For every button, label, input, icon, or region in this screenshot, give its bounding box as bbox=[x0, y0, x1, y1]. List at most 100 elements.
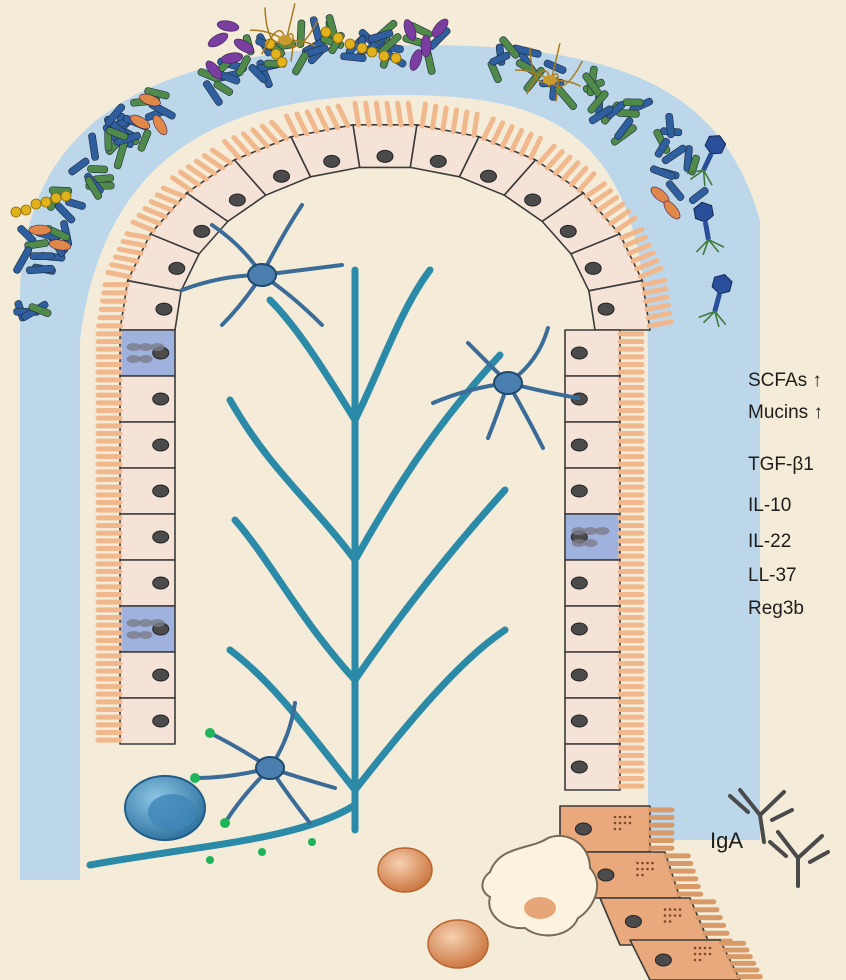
nucleus bbox=[153, 439, 169, 451]
nucleus bbox=[169, 262, 185, 274]
nucleus bbox=[571, 715, 587, 727]
mast-cell-1 bbox=[378, 848, 432, 892]
ellipse-bacterium bbox=[421, 35, 431, 57]
nucleus bbox=[229, 194, 245, 206]
nucleus bbox=[560, 225, 576, 237]
microvilli bbox=[620, 472, 642, 510]
goblet-cell bbox=[98, 330, 175, 376]
epithelial-cell bbox=[565, 422, 642, 468]
rod-bacterium bbox=[30, 253, 55, 260]
microvilli bbox=[98, 472, 120, 510]
epithelial-cell bbox=[589, 281, 671, 330]
microvilli bbox=[620, 656, 642, 694]
nucleus bbox=[571, 485, 587, 497]
microvilli bbox=[620, 564, 642, 602]
epithelial-cell bbox=[98, 376, 175, 422]
nucleus bbox=[598, 869, 614, 881]
dendritic-body bbox=[256, 757, 284, 779]
goblet-cell bbox=[98, 606, 175, 652]
epithelial-cell bbox=[565, 744, 642, 790]
nucleus bbox=[480, 170, 496, 182]
nucleus bbox=[571, 623, 587, 635]
nucleus bbox=[153, 715, 169, 727]
lymph-node-dot bbox=[258, 848, 266, 856]
nucleus bbox=[153, 393, 169, 405]
nucleus bbox=[598, 303, 614, 315]
goblet-cell bbox=[565, 514, 642, 560]
lymph-node-dot bbox=[206, 856, 214, 864]
mast-cell-2 bbox=[428, 920, 488, 968]
nucleus bbox=[274, 170, 290, 182]
nucleus bbox=[625, 916, 641, 928]
microvilli bbox=[620, 334, 642, 372]
nucleus bbox=[575, 823, 591, 835]
nucleus bbox=[194, 225, 210, 237]
nucleus bbox=[585, 262, 601, 274]
epithelial-cell bbox=[98, 422, 175, 468]
antigen-dot bbox=[190, 773, 200, 783]
nucleus bbox=[571, 347, 587, 359]
epithelial-cell bbox=[565, 606, 642, 652]
nucleus bbox=[156, 303, 172, 315]
antibody-2-icon bbox=[770, 832, 828, 886]
nucleus bbox=[655, 954, 671, 966]
nucleus bbox=[571, 669, 587, 681]
tgf-beta1-label: TGF-β1 bbox=[748, 454, 814, 476]
nucleus bbox=[153, 669, 169, 681]
microvilli bbox=[98, 518, 120, 556]
nucleus bbox=[377, 150, 393, 162]
dendritic-body bbox=[248, 264, 276, 286]
epithelial-cell bbox=[98, 698, 175, 744]
microvilli bbox=[620, 748, 642, 786]
microvilli bbox=[98, 334, 120, 372]
iga-label: IgA bbox=[710, 828, 743, 854]
antigen-dot bbox=[220, 818, 230, 828]
epithelial-cell bbox=[565, 698, 642, 744]
paneth-cell bbox=[600, 898, 730, 945]
nucleus bbox=[153, 577, 169, 589]
microvilli bbox=[620, 426, 642, 464]
nucleus bbox=[571, 761, 587, 773]
epithelial-cell bbox=[565, 468, 642, 514]
epithelial-cell bbox=[353, 103, 417, 167]
microvilli bbox=[620, 518, 642, 556]
ll37-label: LL-37 bbox=[748, 565, 797, 587]
ellipse-bacterium bbox=[216, 19, 239, 33]
nucleus bbox=[571, 577, 587, 589]
nucleus bbox=[571, 439, 587, 451]
nucleus bbox=[430, 155, 446, 167]
rod-bacterium bbox=[87, 165, 108, 173]
epithelial-cell bbox=[565, 330, 642, 376]
microvilli bbox=[98, 656, 120, 694]
nucleus bbox=[324, 155, 340, 167]
epithelial-cell bbox=[98, 560, 175, 606]
rod-bacterium bbox=[623, 99, 643, 106]
nucleus bbox=[525, 194, 541, 206]
lymph-node-dot bbox=[308, 838, 316, 846]
epithelial-cell bbox=[565, 560, 642, 606]
epithelial-cell bbox=[98, 468, 175, 514]
epithelial-cell bbox=[98, 652, 175, 698]
dendritic-body bbox=[494, 372, 522, 394]
microvilli bbox=[98, 702, 120, 740]
epithelial-cell bbox=[98, 514, 175, 560]
microvilli bbox=[98, 564, 120, 602]
plasma-cell bbox=[125, 776, 205, 840]
microvilli bbox=[620, 702, 642, 740]
microvilli bbox=[355, 103, 412, 125]
antigen-dot bbox=[205, 728, 215, 738]
reg3b-label: Reg3b bbox=[748, 598, 804, 620]
microvilli bbox=[98, 610, 120, 648]
microvilli bbox=[620, 610, 642, 648]
il10-label: IL-10 bbox=[748, 495, 791, 517]
paneth-cell bbox=[630, 940, 760, 980]
ellipse-bacterium bbox=[29, 225, 51, 235]
microvilli bbox=[98, 426, 120, 464]
microvilli bbox=[620, 380, 642, 418]
mucins-label: Mucins ↑ bbox=[748, 402, 823, 424]
ellipse-bacterium bbox=[206, 30, 230, 50]
nucleus bbox=[153, 531, 169, 543]
scfas-label: SCFAs ↑ bbox=[748, 370, 822, 392]
epithelial-cell bbox=[565, 652, 642, 698]
